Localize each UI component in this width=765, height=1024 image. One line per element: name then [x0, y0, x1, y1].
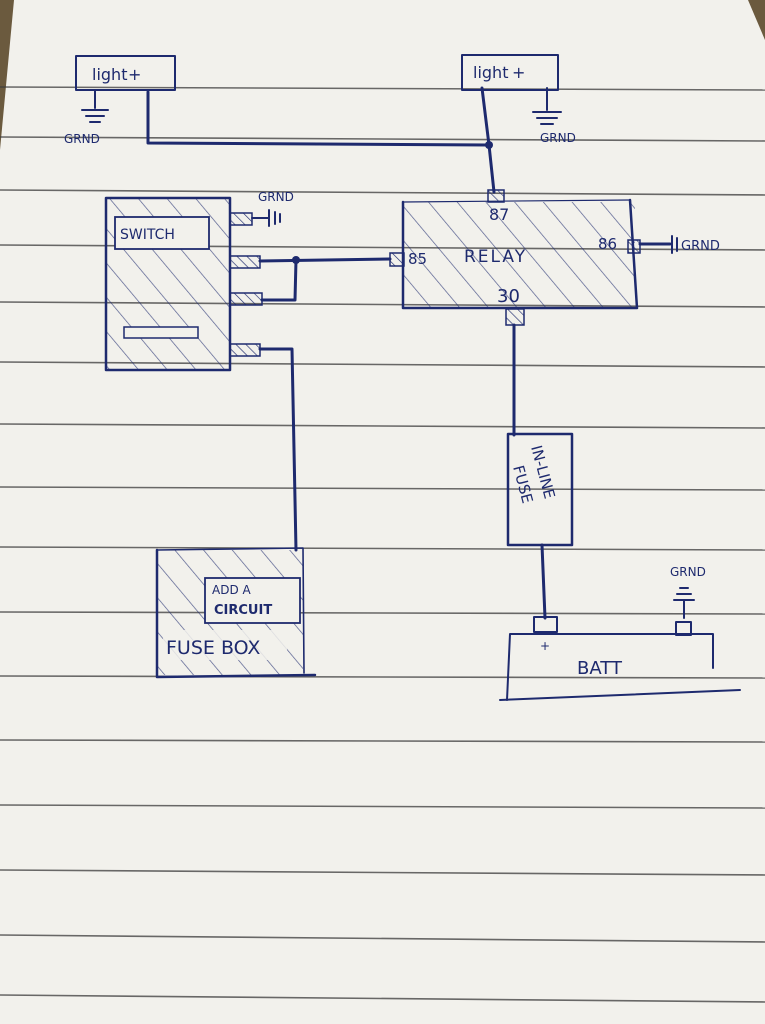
wire-switch-to-relay-85	[258, 256, 392, 302]
switch-label: SWITCH	[120, 227, 175, 243]
switch-terminals	[229, 212, 263, 357]
wire-switch-to-fuse-box	[258, 347, 298, 552]
light-left-label: light	[92, 65, 127, 84]
ground-symbol-light-left: GRND	[64, 89, 109, 146]
light-right-label: light	[473, 63, 508, 82]
fuse-box: ADD A CIRCUIT FUSE BOX	[155, 547, 317, 679]
grnd-label-light-right: GRND	[540, 131, 576, 145]
relay-block: 87 85 86 30 RELAY	[389, 189, 641, 326]
svg-text:+: +	[512, 63, 525, 82]
battery: + BATT	[499, 616, 741, 701]
ground-symbol-battery: GRND	[670, 565, 706, 619]
grnd-label-switch: GRND	[258, 190, 294, 204]
relay-pin-85: 85	[408, 250, 427, 268]
grnd-label-battery: GRND	[670, 565, 706, 579]
add-a-circuit-line2: CIRCUIT	[214, 603, 272, 618]
wire-lights-to-relay-87	[146, 86, 496, 194]
battery-label: BATT	[577, 658, 623, 679]
ground-symbol-relay: GRND	[638, 235, 720, 254]
relay-pin-86: 86	[598, 235, 617, 253]
relay-pin-87: 87	[489, 205, 509, 224]
ground-symbol-switch: GRND	[251, 190, 294, 227]
battery-positive-label: +	[540, 639, 550, 653]
relay-pin-30: 30	[497, 286, 520, 307]
ground-symbol-light-right: GRND	[532, 87, 576, 145]
add-a-circuit-line1: ADD A	[212, 583, 252, 597]
switch-block: SWITCH	[104, 196, 232, 372]
light-right: light +	[461, 54, 559, 91]
light-left: light +	[75, 55, 176, 91]
svg-text:+: +	[128, 65, 141, 84]
grnd-label-light-left: GRND	[64, 132, 100, 146]
wire-fuse-to-battery	[540, 543, 547, 620]
fuse-box-label: FUSE BOX	[166, 637, 260, 659]
grnd-label-relay: GRND	[681, 239, 720, 254]
relay-label: RELAY	[464, 247, 527, 267]
ruled-lines	[0, 86, 765, 1003]
